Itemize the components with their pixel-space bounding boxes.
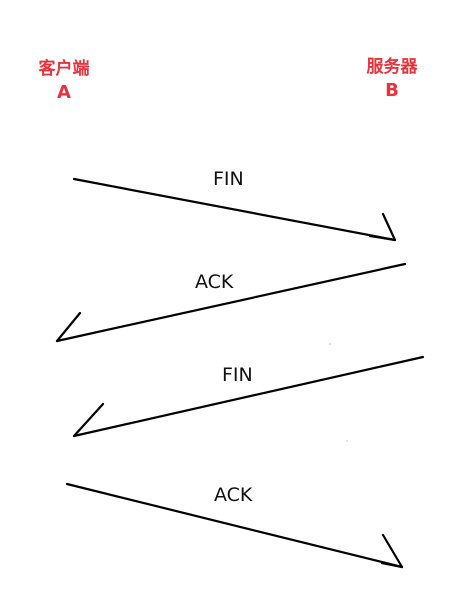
arrow-shaft — [72, 177, 397, 242]
arrowhead — [55, 311, 82, 343]
server-letter: B — [385, 79, 399, 101]
message-label-4: ACK — [214, 484, 253, 506]
client-name: 客户端 — [38, 59, 90, 79]
speck-dot — [346, 440, 348, 442]
message-label-2: ACK — [195, 271, 234, 293]
message-arrow-1 — [72, 177, 397, 242]
message-arrow-3 — [72, 355, 425, 438]
message-label-1: FIN — [213, 168, 244, 190]
message-arrow-4 — [65, 482, 404, 569]
arrowhead — [72, 402, 105, 438]
arrow-shaft — [55, 262, 407, 343]
server-name: 服务器 — [366, 57, 418, 77]
arrowhead — [380, 533, 404, 569]
arrow-shaft — [72, 355, 425, 438]
message-label-3: FIN — [222, 364, 253, 386]
arrowhead — [368, 212, 397, 242]
server-label: 服务器 B — [362, 56, 422, 103]
message-arrow-2 — [55, 262, 407, 343]
client-label: 客户端 A — [36, 58, 92, 105]
client-letter: A — [57, 81, 71, 103]
speck-dot — [329, 343, 331, 345]
arrow-shaft — [65, 482, 404, 569]
